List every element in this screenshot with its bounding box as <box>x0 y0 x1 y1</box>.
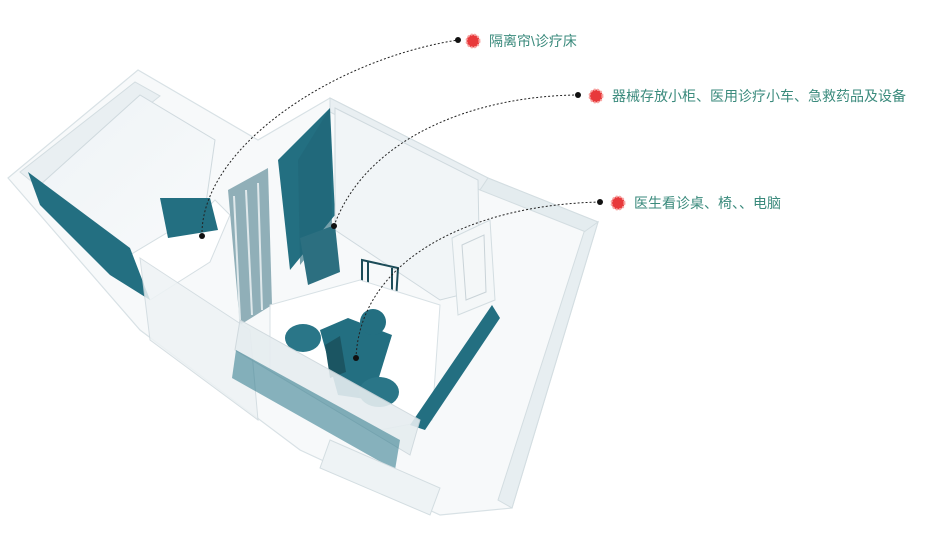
front-glass-panels <box>139 256 441 516</box>
annotation-text: 医生看诊桌、椅、、电脑 <box>634 195 781 211</box>
anchor-dot-desk <box>353 355 359 361</box>
annotation-desk: 医生看诊桌、椅、、电脑 <box>610 193 781 213</box>
isolation-curtain <box>228 168 272 325</box>
annotation-text: 隔离帘\诊疗床 <box>489 33 577 49</box>
end-dot-desk <box>597 199 603 205</box>
end-dot-cabinet <box>575 92 581 98</box>
leader-endpoints <box>199 37 603 361</box>
red-dashed-circle-icon <box>465 33 481 49</box>
end-dot-curtain <box>455 37 461 43</box>
annotation-text: 器械存放小柜、医用诊疗小车、急救药品及设备 <box>612 88 906 104</box>
red-dashed-circle-icon <box>610 195 626 211</box>
annotation-cabinet: 器械存放小柜、医用诊疗小车、急救药品及设备 <box>588 86 906 106</box>
leader-line-cabinet <box>333 94 579 227</box>
leader-line-curtain <box>201 39 459 237</box>
anchor-dot-curtain <box>199 233 205 239</box>
leader-lines <box>201 39 601 359</box>
leader-line-desk <box>355 201 601 359</box>
partition-walls <box>278 107 496 316</box>
red-dashed-circle-icon <box>588 88 604 104</box>
annotation-curtain: 隔离帘\诊疗床 <box>465 31 577 51</box>
anchor-dot-cabinet <box>331 223 337 229</box>
